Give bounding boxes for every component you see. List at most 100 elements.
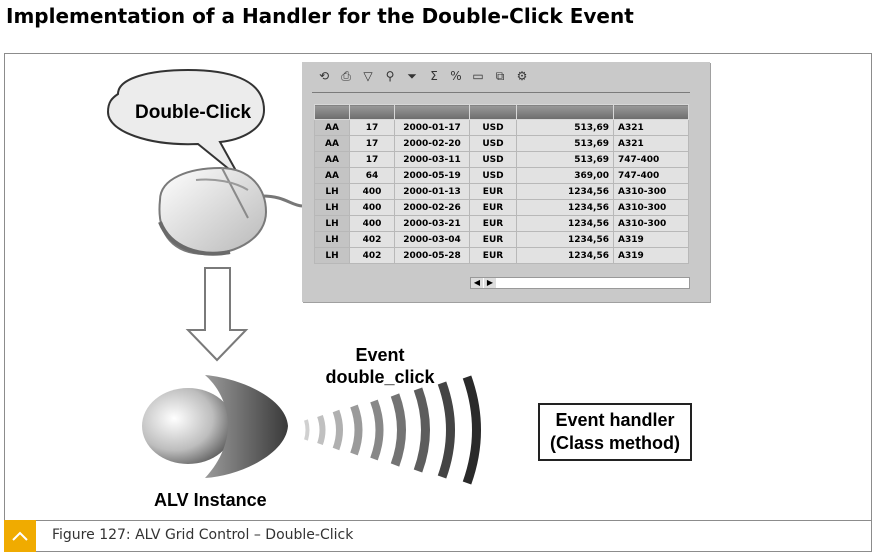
column-header[interactable] <box>613 104 689 120</box>
down-arrow-icon <box>185 267 249 362</box>
table-cell[interactable]: 1234,56 <box>516 215 614 232</box>
export-icon[interactable]: ⧉ <box>495 69 505 83</box>
table-cell[interactable]: 2000-02-26 <box>394 199 470 216</box>
figure-caption: Figure 127: ALV Grid Control – Double-Cl… <box>52 527 354 543</box>
table-cell[interactable]: USD <box>469 151 517 168</box>
column-header[interactable] <box>349 104 395 120</box>
sum-icon[interactable]: Σ <box>430 69 438 83</box>
table-cell[interactable]: 2000-05-28 <box>394 247 470 264</box>
table-cell[interactable]: USD <box>469 119 517 136</box>
column-header[interactable] <box>516 104 614 120</box>
table-cell[interactable]: LH <box>314 183 350 200</box>
event-label-line2: double_click <box>325 367 435 387</box>
table-cell[interactable]: A310-300 <box>613 199 689 216</box>
refresh-icon[interactable]: ⟲ <box>318 69 330 83</box>
filter-icon[interactable]: ▽ <box>363 69 373 83</box>
table-cell[interactable]: EUR <box>469 247 517 264</box>
table-cell[interactable]: EUR <box>469 215 517 232</box>
column-header[interactable] <box>469 104 517 120</box>
table-cell[interactable]: A310-300 <box>613 183 689 200</box>
table-cell[interactable]: EUR <box>469 183 517 200</box>
table-cell[interactable]: 400 <box>349 183 395 200</box>
table-cell[interactable]: 402 <box>349 247 395 264</box>
mouse-cable <box>261 194 303 208</box>
table-cell[interactable]: 2000-03-21 <box>394 215 470 232</box>
table-cell[interactable]: 369,00 <box>516 167 614 184</box>
table-cell[interactable]: 513,69 <box>516 119 614 136</box>
table-cell[interactable]: AA <box>314 119 350 136</box>
table-cell[interactable]: 2000-03-04 <box>394 231 470 248</box>
print-preview-icon[interactable]: ▭ <box>472 69 484 83</box>
table-cell[interactable]: A319 <box>613 231 689 248</box>
table-cell[interactable]: LH <box>314 231 350 248</box>
table-cell[interactable]: 1234,56 <box>516 183 614 200</box>
handler-line2: (Class method) <box>549 433 681 453</box>
alv-toolbar: ⟲ ⎙ ▽ ⚲ ⏷ Σ % ▭ ⧉ ⚙ <box>316 68 530 88</box>
table-cell[interactable]: 747-400 <box>613 151 689 168</box>
table-cell[interactable]: A321 <box>613 119 689 136</box>
table-cell[interactable]: 17 <box>349 151 395 168</box>
table-cell[interactable]: A321 <box>613 135 689 152</box>
layout-icon[interactable]: ⚙ <box>516 69 528 83</box>
table-cell[interactable]: 1234,56 <box>516 199 614 216</box>
table-cell[interactable]: LH <box>314 199 350 216</box>
page-title: Implementation of a Handler for the Doub… <box>6 4 634 28</box>
table-cell[interactable]: AA <box>314 135 350 152</box>
table-cell[interactable]: A319 <box>613 247 689 264</box>
table-cell[interactable]: EUR <box>469 231 517 248</box>
event-handler-box: Event handler (Class method) <box>538 403 692 461</box>
mouse-icon <box>158 166 268 256</box>
table-cell[interactable]: AA <box>314 167 350 184</box>
table-cell[interactable]: 2000-03-11 <box>394 151 470 168</box>
table-cell[interactable]: LH <box>314 215 350 232</box>
caption-bar <box>4 520 872 552</box>
table-cell[interactable]: 402 <box>349 231 395 248</box>
table-cell[interactable]: 64 <box>349 167 395 184</box>
alv-instance-label: ALV Instance <box>154 490 267 510</box>
filter-funnel-icon[interactable]: ⏷ <box>407 69 417 83</box>
percent-icon[interactable]: % <box>450 69 462 83</box>
grid-header-row <box>314 104 689 120</box>
find-icon[interactable]: ⚲ <box>385 69 395 83</box>
table-cell[interactable]: A310-300 <box>613 215 689 232</box>
signal-waves <box>304 375 481 485</box>
table-cell[interactable]: EUR <box>469 199 517 216</box>
table-cell[interactable]: 2000-05-19 <box>394 167 470 184</box>
table-cell[interactable]: 1234,56 <box>516 231 614 248</box>
scroll-right-icon[interactable]: ▶ <box>484 278 496 288</box>
table-cell[interactable]: 400 <box>349 199 395 216</box>
column-header[interactable] <box>314 104 350 120</box>
table-cell[interactable]: 747-400 <box>613 167 689 184</box>
table-cell[interactable]: 2000-01-17 <box>394 119 470 136</box>
table-cell[interactable]: USD <box>469 135 517 152</box>
scroll-left-icon[interactable]: ◀ <box>471 278 483 288</box>
table-cell[interactable]: 1234,56 <box>516 247 614 264</box>
table-cell[interactable]: 513,69 <box>516 151 614 168</box>
table-cell[interactable]: USD <box>469 167 517 184</box>
table-cell[interactable]: 2000-01-13 <box>394 183 470 200</box>
horizontal-scrollbar[interactable]: ◀ ▶ <box>470 277 690 289</box>
handler-line1: Event handler <box>555 410 675 430</box>
table-cell[interactable]: 17 <box>349 135 395 152</box>
table-cell[interactable]: 2000-02-20 <box>394 135 470 152</box>
table-cell[interactable]: LH <box>314 247 350 264</box>
speech-bubble <box>106 68 266 179</box>
table-cell[interactable]: 513,69 <box>516 135 614 152</box>
table-cell[interactable]: AA <box>314 151 350 168</box>
table-cell[interactable]: 17 <box>349 119 395 136</box>
column-header[interactable] <box>394 104 470 120</box>
expand-icon[interactable] <box>4 520 36 552</box>
table-cell[interactable]: 400 <box>349 215 395 232</box>
print-icon[interactable]: ⎙ <box>341 69 351 83</box>
